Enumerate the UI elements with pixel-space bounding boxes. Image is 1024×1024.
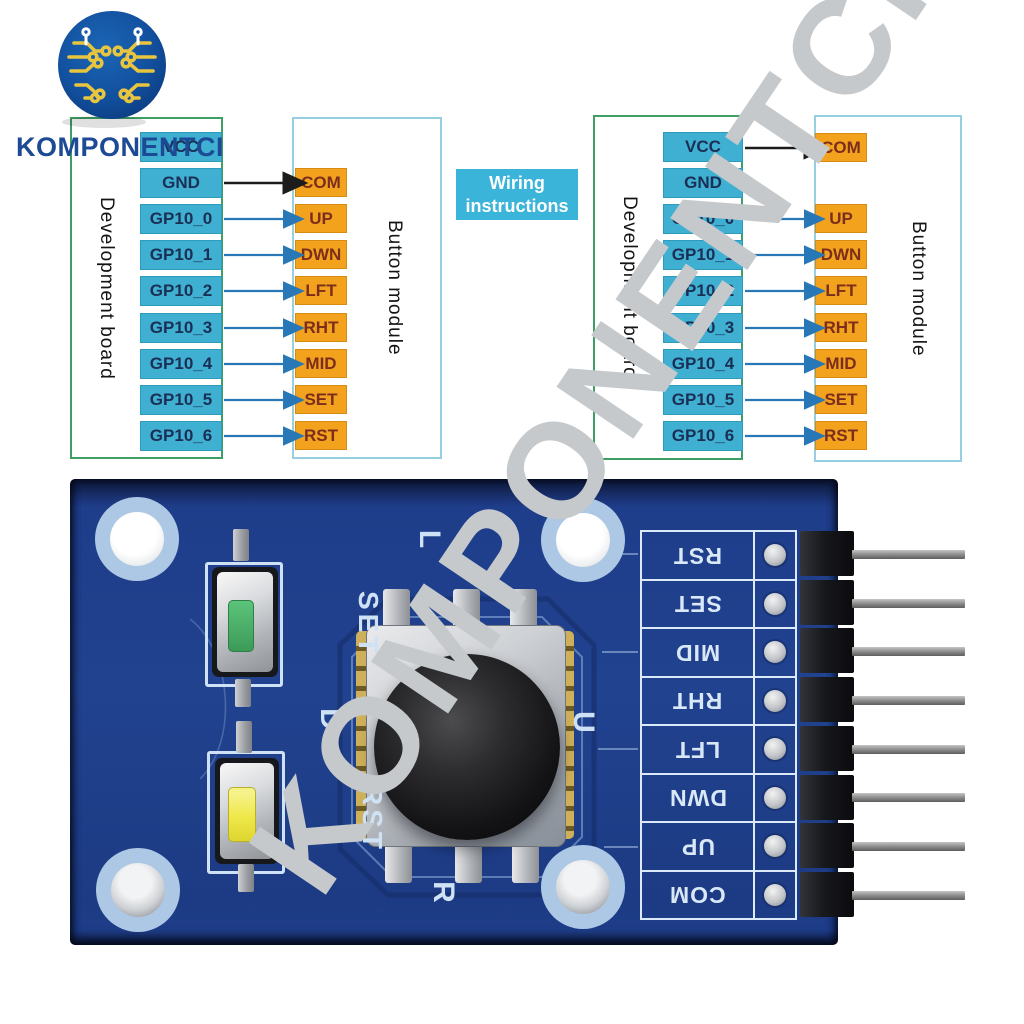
header-plastic <box>800 677 854 722</box>
wiring-instructions-line2: instructions <box>465 195 569 216</box>
pin-label-row: MID <box>642 629 795 678</box>
brand-name: KOMPONENTCI <box>16 132 224 162</box>
header-plastic <box>800 823 854 868</box>
nav-button-tab <box>383 589 410 631</box>
pin-label: MID <box>674 639 721 666</box>
mounting-hole-center <box>556 513 610 567</box>
pin-label: RST <box>673 542 722 569</box>
mounting-hole-center <box>556 860 610 914</box>
pin-label-row: LFT <box>642 726 795 775</box>
right-dev-pin: GP10_6 <box>663 421 743 451</box>
mounting-hole <box>541 845 625 929</box>
nav-button-tab <box>453 589 480 631</box>
right-dev-pin: GP10_2 <box>663 276 743 306</box>
pin-label-row: RHT <box>642 677 795 726</box>
header-plastic <box>800 628 854 673</box>
button-module-pcb: SET RST L D U R RST SET MID RHT LFT DWN … <box>70 479 838 945</box>
pin-label: SET <box>673 591 722 618</box>
header-pin <box>852 599 965 608</box>
solder-pad <box>764 689 786 712</box>
solder-pad <box>764 592 786 615</box>
set-button-cap <box>228 600 254 652</box>
header-plastic <box>800 580 854 625</box>
right-dev-pin: GP10_0 <box>663 204 743 234</box>
rst-button-lead <box>238 864 254 892</box>
pin-label: DWN <box>668 785 727 812</box>
set-button-lead <box>235 679 251 707</box>
right-dev-pin: GP10_4 <box>663 349 743 379</box>
right-dev-pin: GND <box>663 168 743 198</box>
pin-label-row: DWN <box>642 774 795 823</box>
left-button-module-label: Button module <box>384 220 405 356</box>
nav-button-tab <box>510 589 537 631</box>
left-dev-pin: GP10_0 <box>140 204 222 234</box>
solder-pad <box>764 641 786 664</box>
pin-label: UP <box>680 833 715 860</box>
left-development-board-label: Development board <box>96 196 117 380</box>
left-dev-pin: GP10_4 <box>140 349 222 379</box>
header-plastic <box>800 872 854 917</box>
right-button-module-label: Button module <box>908 220 929 357</box>
left-dev-pin: GP10_6 <box>140 421 222 451</box>
header-plastic <box>800 726 854 771</box>
silkscreen-dir-down: D <box>313 708 347 730</box>
solder-pad <box>764 786 786 809</box>
left-dev-pin: GP10_2 <box>140 276 222 306</box>
header-plastic <box>800 775 854 820</box>
mounting-hole-center <box>110 512 164 566</box>
mounting-hole <box>541 498 625 582</box>
header-pin <box>852 550 965 559</box>
left-dev-pin: GP10_1 <box>140 240 222 270</box>
mounting-hole-center <box>111 863 165 917</box>
right-dev-pin: GP10_5 <box>663 385 743 415</box>
wiring-instructions-line1: Wiring <box>489 173 545 193</box>
silkscreen-dir-left: L <box>413 529 447 549</box>
left-dev-pin: GP10_3 <box>140 313 222 343</box>
brand-logo-icon <box>58 11 166 128</box>
pin-label-row: COM <box>642 871 795 918</box>
left-dev-pin: GP10_5 <box>140 385 222 415</box>
header-pin <box>852 842 965 851</box>
left-dev-pin: GND <box>140 168 222 198</box>
silkscreen-dir-up: U <box>566 711 600 733</box>
rst-button-cap <box>228 787 256 842</box>
nav-button-dome <box>374 654 560 840</box>
pin-label: COM <box>669 882 726 909</box>
pin-label: RHT <box>672 688 723 715</box>
pin-label-table: RST SET MID RHT LFT DWN UP COM <box>640 530 797 920</box>
silkscreen-dir-right: R <box>426 881 460 903</box>
rst-button-lead <box>236 721 252 753</box>
header-pin <box>852 793 965 802</box>
solder-pad <box>764 738 786 761</box>
header-plastic <box>800 531 854 576</box>
pin-label-row: SET <box>642 580 795 629</box>
header-pin <box>852 647 965 656</box>
mounting-hole <box>95 497 179 581</box>
mounting-hole <box>96 848 180 932</box>
pin-label-row: UP <box>642 823 795 872</box>
right-dev-pin: VCC <box>663 132 743 162</box>
pin-label: LFT <box>674 736 721 763</box>
right-dev-pin: GP10_3 <box>663 313 743 343</box>
silkscreen-set-label: SET <box>353 591 384 658</box>
solder-pad <box>764 835 786 858</box>
silkscreen-rst-label: RST <box>357 785 388 853</box>
right-module-pin: UP <box>815 204 867 233</box>
header-pin <box>852 745 965 754</box>
solder-pad <box>764 883 786 906</box>
pin-label-row: RST <box>642 532 795 581</box>
set-button-lead <box>233 529 249 561</box>
right-dev-pin: GP10_1 <box>663 240 743 270</box>
header-pin <box>852 891 965 900</box>
wiring-instructions-badge: Wiring instructions <box>456 169 578 220</box>
solder-pad <box>764 544 786 567</box>
right-development-board-label: Development board <box>619 196 640 379</box>
left-dev-pin: VCC <box>140 132 222 162</box>
header-pin <box>852 696 965 705</box>
